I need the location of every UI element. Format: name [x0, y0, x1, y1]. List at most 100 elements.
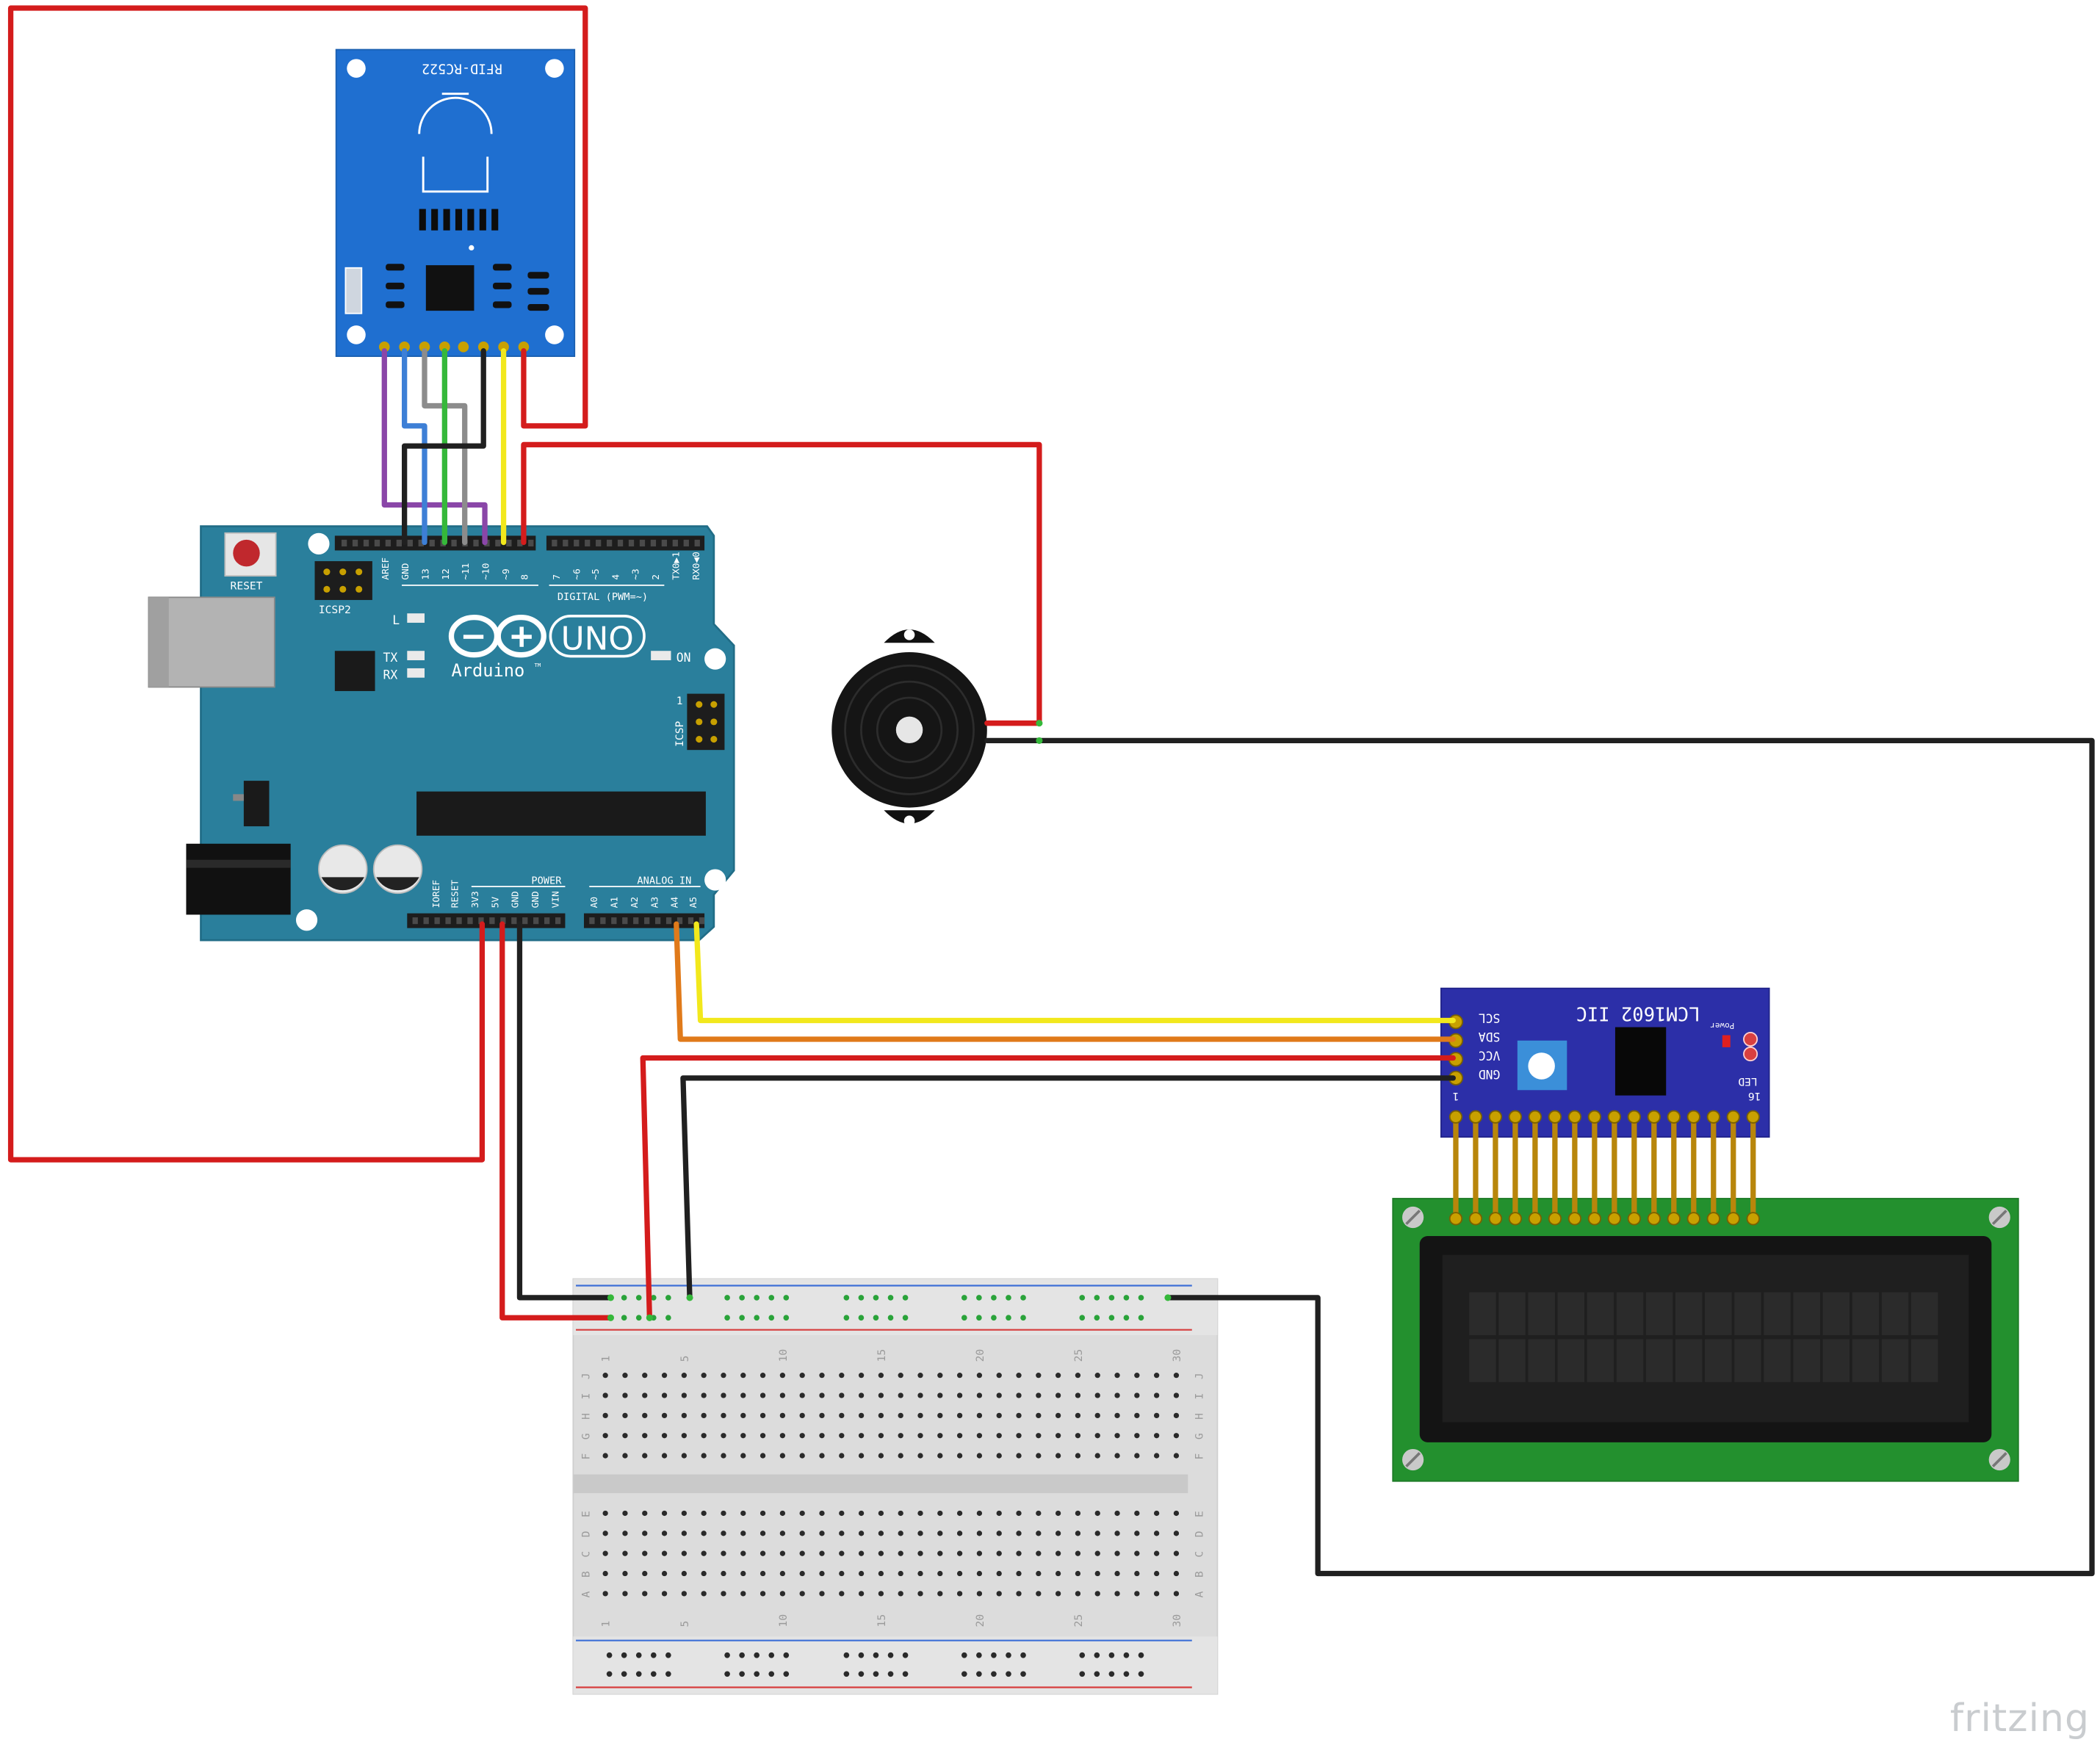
- header-hole: [473, 539, 479, 547]
- terminal-hole: [1094, 1570, 1100, 1577]
- header-hole: [606, 539, 613, 547]
- rail-hole: [991, 1315, 997, 1321]
- rail-hole: [902, 1671, 909, 1677]
- terminal-hole: [799, 1510, 805, 1517]
- wire-5v-breadboard: [499, 921, 614, 1321]
- lcd-cell: [1793, 1292, 1820, 1335]
- lcd-pin-pad: [1607, 1110, 1621, 1124]
- lcd-pin-pad: [1488, 1110, 1503, 1124]
- wire-buzzer-signal: [521, 441, 1042, 726]
- terminal-hole: [1134, 1570, 1140, 1577]
- header-hole: [622, 917, 628, 925]
- rail-hole: [1079, 1315, 1086, 1321]
- terminal-hole: [819, 1433, 825, 1439]
- mount-hole: [545, 325, 564, 344]
- terminal-hole: [642, 1550, 648, 1556]
- rail-hole: [768, 1295, 775, 1301]
- lcd-cell: [1881, 1339, 1909, 1382]
- terminal-hole: [976, 1373, 983, 1379]
- header-hole: [445, 917, 451, 925]
- terminal-hole: [740, 1570, 746, 1577]
- terminal-hole: [759, 1570, 766, 1577]
- terminal-hole: [858, 1453, 865, 1459]
- terminal-hole: [622, 1373, 628, 1379]
- header-hole: [644, 917, 650, 925]
- terminal-hole: [1055, 1373, 1061, 1379]
- terminal-hole: [858, 1392, 865, 1398]
- row-letter: B: [1193, 1571, 1205, 1578]
- terminal-hole: [898, 1510, 903, 1517]
- digital-header-right: [546, 535, 705, 551]
- power-pin-label: 3V3: [470, 891, 481, 908]
- terminal-hole: [1055, 1453, 1061, 1459]
- rail-hole: [887, 1315, 894, 1321]
- terminal-hole: [602, 1412, 608, 1419]
- rail-hole: [961, 1652, 967, 1658]
- terminal-hole: [858, 1570, 865, 1577]
- lcd-pin-pad: [1607, 1212, 1621, 1226]
- terminal-hole: [740, 1591, 746, 1597]
- mount-hole: [545, 59, 564, 78]
- rail-hole: [606, 1671, 613, 1677]
- terminal-hole: [1153, 1591, 1160, 1597]
- rail-hole: [635, 1315, 642, 1321]
- terminal-hole: [1036, 1412, 1042, 1419]
- row-letter: G: [580, 1433, 592, 1439]
- analog-label: ANALOG IN: [637, 875, 691, 886]
- header-hole: [385, 539, 392, 547]
- terminal-hole: [681, 1550, 688, 1556]
- terminal-hole: [701, 1412, 707, 1419]
- terminal-hole: [661, 1531, 668, 1536]
- terminal-hole: [1075, 1550, 1081, 1556]
- header-hole: [528, 539, 534, 547]
- rail-hole: [991, 1671, 997, 1677]
- terminal-hole: [642, 1531, 648, 1536]
- column-number: 30: [1171, 1349, 1183, 1362]
- header-hole: [676, 917, 683, 925]
- terminal-hole: [917, 1412, 923, 1419]
- lcd-pin-pad: [1548, 1110, 1562, 1124]
- led-on: [651, 651, 671, 661]
- terminal-hole: [898, 1433, 903, 1439]
- terminal-hole: [1036, 1570, 1042, 1577]
- row-letter: C: [580, 1551, 592, 1558]
- header-hole: [506, 539, 512, 547]
- terminal-hole: [1114, 1550, 1120, 1556]
- rail-hole: [650, 1295, 657, 1301]
- terminal-hole: [819, 1510, 825, 1517]
- power-pin-label: VIN: [550, 891, 561, 908]
- terminal-hole: [622, 1550, 628, 1556]
- lcd-pin-pad: [1448, 1212, 1463, 1226]
- rail-hole: [1006, 1315, 1011, 1321]
- header-hole: [552, 539, 558, 547]
- terminal-hole: [819, 1591, 825, 1597]
- terminal-hole: [1153, 1531, 1160, 1536]
- terminal-hole: [642, 1453, 648, 1459]
- terminal-hole: [956, 1531, 963, 1536]
- row-letter: E: [580, 1511, 592, 1517]
- terminal-hole: [1173, 1550, 1180, 1556]
- column-number: 5: [679, 1356, 691, 1362]
- terminal-hole: [759, 1453, 766, 1459]
- terminal-hole: [1016, 1373, 1022, 1379]
- header-hole: [563, 539, 569, 547]
- lcd-cell: [1764, 1292, 1791, 1335]
- lcd-cell: [1881, 1292, 1909, 1335]
- rail-hole: [961, 1671, 967, 1677]
- terminal-hole: [759, 1412, 766, 1419]
- lcd-cell: [1616, 1339, 1644, 1382]
- terminal-hole: [721, 1453, 726, 1459]
- row-letter: E: [1193, 1511, 1205, 1517]
- terminal-hole: [1094, 1433, 1100, 1439]
- reset-button[interactable]: [224, 532, 277, 577]
- icsp2-header: [314, 561, 372, 600]
- row-letter: I: [580, 1393, 592, 1400]
- digital-pin-label: TX0▶1: [671, 552, 682, 579]
- terminal-hole: [1114, 1373, 1120, 1379]
- rail-hole: [961, 1295, 967, 1301]
- rfid-label: RFID-RC522: [422, 61, 502, 76]
- terminal-hole: [779, 1392, 786, 1398]
- terminal-hole: [740, 1531, 746, 1536]
